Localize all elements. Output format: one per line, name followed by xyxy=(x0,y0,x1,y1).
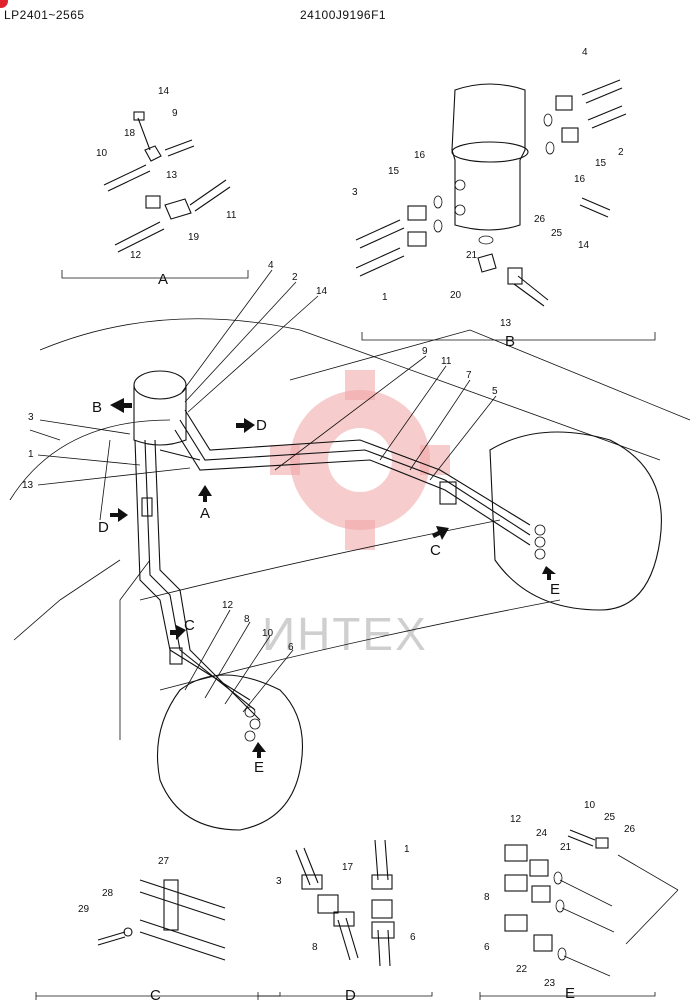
callout-b-3: 3 xyxy=(352,187,358,198)
corner-badge xyxy=(0,0,8,8)
view-b-label: B xyxy=(505,333,515,350)
callout-7: 7 xyxy=(466,370,472,381)
callout-b-15-right: 15 xyxy=(595,158,607,169)
view-a-detail: A 14 9 18 10 13 11 12 19 xyxy=(61,86,249,288)
machine-outline xyxy=(9,318,691,831)
view-arrows xyxy=(110,398,556,758)
callout-5: 5 xyxy=(492,386,498,397)
callout-d-6: 6 xyxy=(410,932,416,943)
callout-9: 9 xyxy=(422,346,428,357)
callout-e-23: 23 xyxy=(544,978,556,989)
callout-a-19: 19 xyxy=(188,232,200,243)
callout-a-18: 18 xyxy=(124,128,136,139)
callout-e-26: 26 xyxy=(624,824,636,835)
callout-d-1: 1 xyxy=(404,844,410,855)
view-c-detail: C 27 28 29 xyxy=(35,856,281,1000)
callout-1: 1 xyxy=(28,449,34,460)
main-callouts: 4 2 14 9 11 7 5 3 1 13 12 8 10 6 B D A D… xyxy=(22,260,560,776)
callout-a-12: 12 xyxy=(130,250,142,261)
view-b-detail: B 4 2 15 16 3 15 16 26 25 14 21 20 1 13 xyxy=(352,47,656,350)
callout-a-14: 14 xyxy=(158,86,170,97)
callout-6: 6 xyxy=(288,642,294,653)
callout-b-21: 21 xyxy=(466,250,478,261)
callout-b-16-left: 16 xyxy=(414,150,426,161)
callout-e-10: 10 xyxy=(584,800,596,811)
callout-c-27: 27 xyxy=(158,856,170,867)
watermark-text: ИНТЕХ xyxy=(262,608,428,660)
callout-b-25: 25 xyxy=(551,228,563,239)
serial-range: LP2401~2565 xyxy=(4,8,85,22)
watermark-logo xyxy=(270,370,450,550)
callout-c-28: 28 xyxy=(102,888,114,899)
callout-10: 10 xyxy=(262,628,274,639)
callout-e-21: 21 xyxy=(560,842,572,853)
marker-d-left: D xyxy=(98,519,109,536)
callout-e-25: 25 xyxy=(604,812,616,823)
callout-14: 14 xyxy=(316,286,328,297)
callout-a-9: 9 xyxy=(172,108,178,119)
view-e-label: E xyxy=(565,985,575,1000)
callout-b-15-left: 15 xyxy=(388,166,400,177)
callout-3: 3 xyxy=(28,412,34,423)
marker-b: B xyxy=(92,399,102,416)
callout-a-13: 13 xyxy=(166,170,178,181)
hose-routing xyxy=(134,409,546,742)
marker-e-left: E xyxy=(254,759,264,776)
callout-a-11: 11 xyxy=(226,210,237,221)
callout-8: 8 xyxy=(244,614,250,625)
callout-2: 2 xyxy=(292,272,298,283)
callout-4: 4 xyxy=(268,260,274,271)
marker-c-right: C xyxy=(430,542,441,559)
callout-e-8: 8 xyxy=(484,892,490,903)
callout-b-14: 14 xyxy=(578,240,590,251)
view-a-label: A xyxy=(158,271,168,288)
part-number: 24100J9196F1 xyxy=(300,8,387,22)
callout-b-13: 13 xyxy=(500,318,512,329)
callout-b-16-right: 16 xyxy=(574,174,586,185)
callout-c-29: 29 xyxy=(78,904,90,915)
view-d-label: D xyxy=(345,987,356,1000)
callout-13: 13 xyxy=(22,480,34,491)
callout-e-22: 22 xyxy=(516,964,528,975)
callout-a-10: 10 xyxy=(96,148,108,159)
marker-a: A xyxy=(200,505,210,522)
view-c-label: C xyxy=(150,987,161,1000)
callout-12: 12 xyxy=(222,600,234,611)
callout-d-8: 8 xyxy=(312,942,318,953)
callout-b-1: 1 xyxy=(382,292,388,303)
callout-d-17: 17 xyxy=(342,862,354,873)
callout-b-2: 2 xyxy=(618,147,624,158)
view-e-detail: E 10 25 26 12 24 21 8 6 22 23 xyxy=(479,800,679,1000)
marker-e-right: E xyxy=(550,581,560,598)
callout-e-6: 6 xyxy=(484,942,490,953)
callout-e-24: 24 xyxy=(536,828,548,839)
callout-e-12: 12 xyxy=(510,814,522,825)
callout-b-26: 26 xyxy=(534,214,546,225)
callout-d-3: 3 xyxy=(276,876,282,887)
callout-b-20: 20 xyxy=(450,290,462,301)
view-d-detail: D 1 3 17 8 6 xyxy=(257,839,433,1000)
marker-c-left: C xyxy=(184,617,195,634)
callout-b-4: 4 xyxy=(582,47,588,58)
callout-11: 11 xyxy=(441,356,452,367)
marker-d-top: D xyxy=(256,417,267,434)
